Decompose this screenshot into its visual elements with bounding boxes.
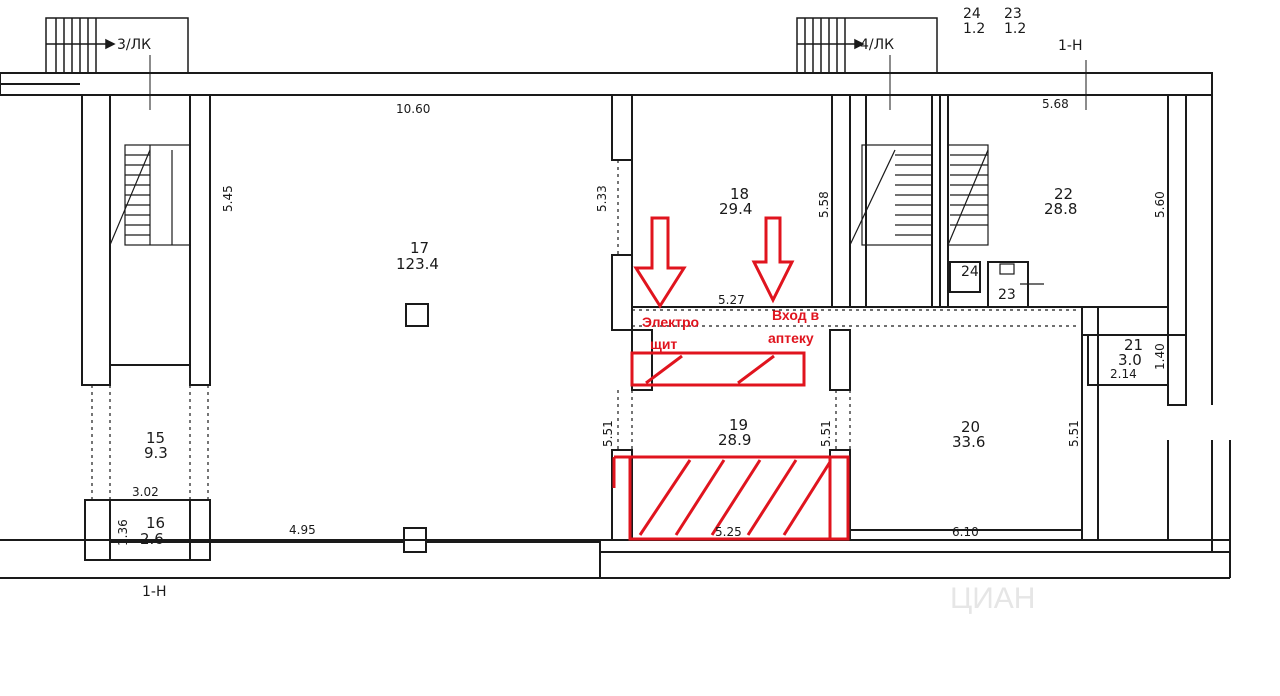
corner-room-23-number: 23 — [1004, 6, 1022, 22]
room-19-number: 19 — [729, 416, 748, 434]
room-20-number: 20 — [961, 418, 980, 436]
stair-left-inner — [109, 144, 191, 246]
axis-label-top: 1-Н — [1058, 38, 1083, 54]
dimension-5-60: 5.60 — [1153, 191, 1167, 218]
openings — [91, 160, 1080, 500]
arrow-down-icon — [633, 216, 687, 309]
dimension-5-68: 5.68 — [1042, 97, 1069, 111]
toilet-icon — [999, 263, 1044, 285]
hatched-pharmacy-zone — [612, 455, 850, 541]
electric-panel-label-2: щит — [650, 336, 677, 352]
watermark: ЦИАН — [950, 582, 1035, 615]
dimension-5-51-mid: 5.51 — [819, 420, 833, 447]
dimension-5-33: 5.33 — [595, 185, 609, 212]
room-19-area: 28.9 — [718, 431, 751, 449]
room-16-number: 16 — [146, 514, 165, 532]
dimension-6-10: 6.10 — [952, 525, 979, 539]
annotations: Электро щит Вход в аптеку — [612, 216, 850, 541]
room-21-area: 3.0 — [1118, 351, 1142, 369]
wc-23-label: 23 — [998, 287, 1016, 303]
room-16-area: 2.6 — [140, 530, 164, 548]
dimension-4-95: 4.95 — [289, 523, 316, 537]
dimension-5-25: 5.25 — [715, 525, 742, 539]
corner-room-24-area: 1.2 — [963, 21, 985, 37]
wc-24-label: 24 — [961, 264, 979, 280]
room-22-area: 28.8 — [1044, 200, 1077, 218]
room-21-number: 21 — [1124, 336, 1143, 354]
dimension-2-14: 2.14 — [1110, 367, 1137, 381]
dimension-3-02: 3.02 — [132, 485, 159, 499]
room-22-number: 22 — [1054, 185, 1073, 203]
labels: 3/ЛК 4/ЛК 1-Н 1-Н 24 1.2 23 1.2 15 9.3 1… — [116, 6, 1167, 600]
stair-label-right: 4/ЛК — [860, 37, 894, 53]
arrow-down-icon — [751, 216, 795, 304]
corner-room-24-number: 24 — [963, 6, 981, 22]
dimension-5-45: 5.45 — [221, 185, 235, 212]
dimension-5-51-left: 5.51 — [601, 420, 615, 447]
pharmacy-entrance-label-2: аптеку — [768, 330, 814, 346]
room-20-area: 33.6 — [952, 433, 985, 451]
room-17-number: 17 — [410, 239, 429, 257]
hatched-panel-zone — [630, 351, 806, 387]
room-15-number: 15 — [146, 429, 165, 447]
stair-box-right — [796, 17, 1087, 110]
dimension-1-36: 1.36 — [116, 519, 130, 546]
electric-panel-label: Электро — [642, 314, 699, 330]
axis-label-bottom: 1-Н — [142, 584, 167, 600]
dimension-5-58: 5.58 — [817, 191, 831, 218]
corner-room-23-area: 1.2 — [1004, 21, 1026, 37]
room-15-area: 9.3 — [144, 444, 168, 462]
dimension-5-27: 5.27 — [718, 293, 745, 307]
room-17-area: 123.4 — [396, 255, 439, 273]
stair-label-left: 3/ЛК — [117, 37, 151, 53]
room-18-number: 18 — [730, 185, 749, 203]
dimension-1-40: 1.40 — [1153, 343, 1167, 370]
room-18-area: 29.4 — [719, 200, 752, 218]
dimension-5-51-right: 5.51 — [1067, 420, 1081, 447]
pharmacy-entrance-label: Вход в — [772, 307, 820, 323]
stair-right-inner — [849, 144, 989, 246]
stair-box-left — [45, 17, 189, 110]
dimension-10-60: 10.60 — [396, 102, 430, 116]
